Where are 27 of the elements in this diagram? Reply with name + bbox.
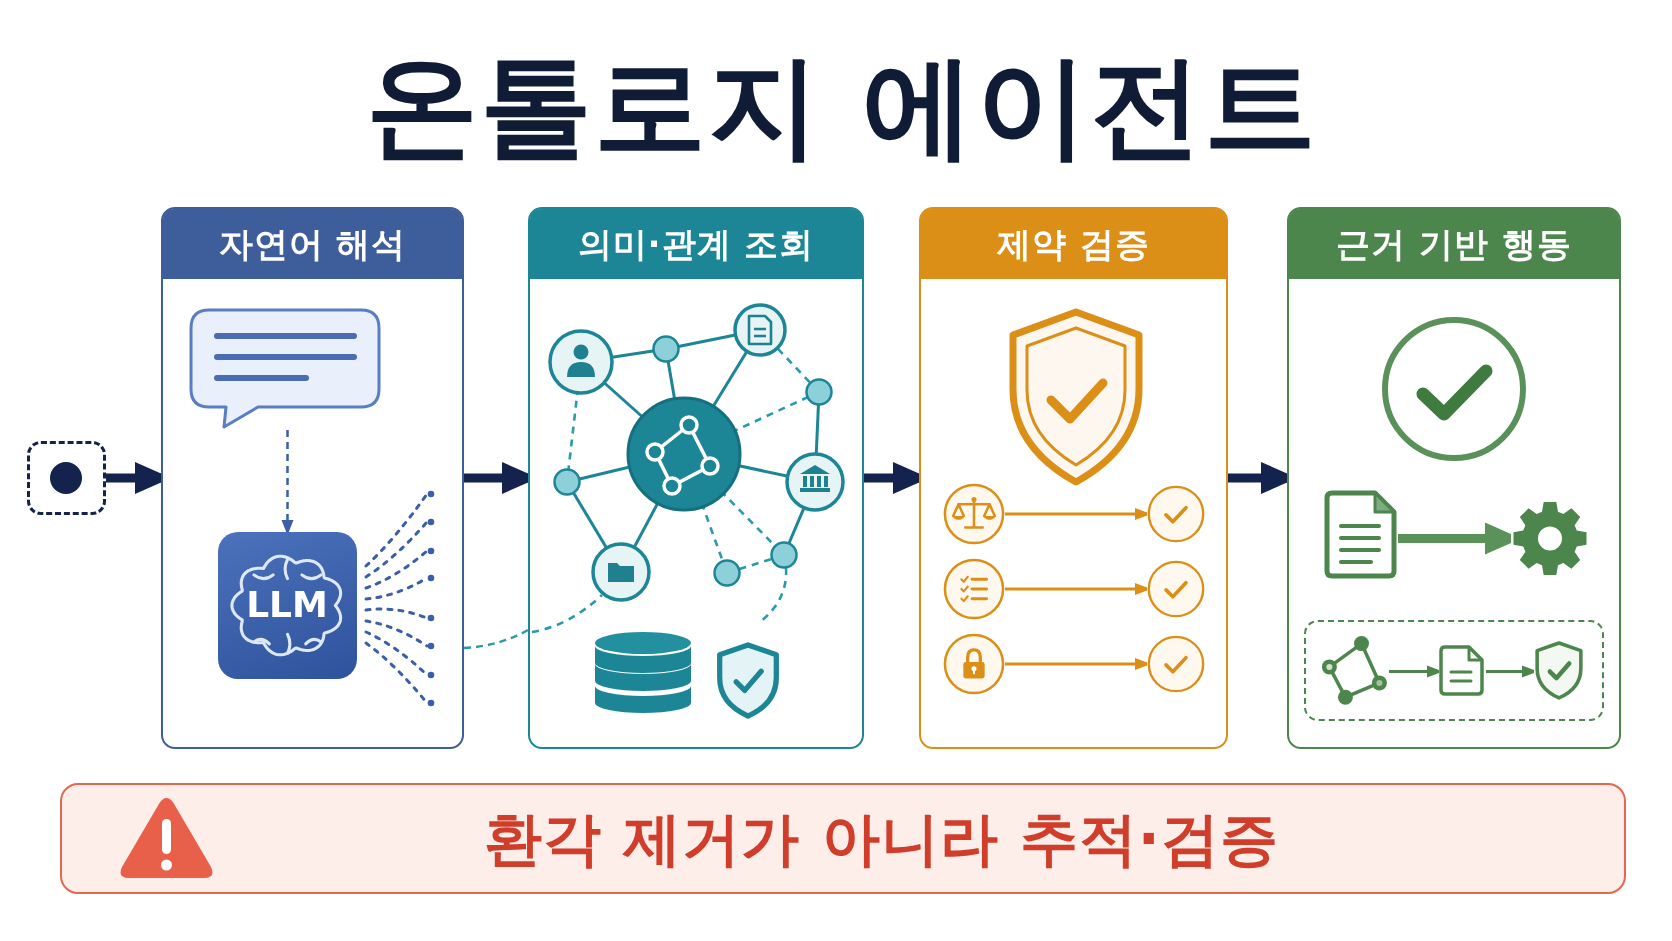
panel-heading: 의미·관계 조회 [530, 209, 862, 279]
warning-banner [60, 783, 1626, 894]
process-panel [161, 207, 464, 749]
check-circle-icon [1146, 559, 1205, 618]
document-icon [1322, 488, 1398, 580]
process-panel [1287, 207, 1621, 749]
scales-icon [942, 482, 1005, 545]
panel-heading: 근거 기반 행동 [1289, 209, 1619, 279]
llm-box [217, 531, 357, 679]
checklist-icon [942, 557, 1005, 620]
dashed-frame [1303, 619, 1604, 721]
check-circle-icon [1146, 634, 1205, 693]
process-panel [528, 207, 864, 749]
dashed-line [463, 628, 529, 650]
document-icon [1438, 644, 1485, 697]
check-circle-icon [1146, 484, 1205, 543]
panel-heading: 자연어 해석 [163, 209, 462, 279]
banner-text: 환각 제거가 아니라 추적·검증 [484, 809, 1279, 868]
speech-bubble-icon [187, 306, 382, 430]
process-panel [919, 207, 1228, 749]
panel-heading: 제약 검증 [921, 209, 1226, 279]
dashed-box [27, 441, 106, 515]
graph-icon [1320, 635, 1388, 706]
lock-icon [942, 632, 1005, 695]
title: 온톨로지 에이전트 [365, 50, 1319, 162]
shield-check-icon [1533, 640, 1585, 701]
node-label: LLM [246, 587, 328, 623]
